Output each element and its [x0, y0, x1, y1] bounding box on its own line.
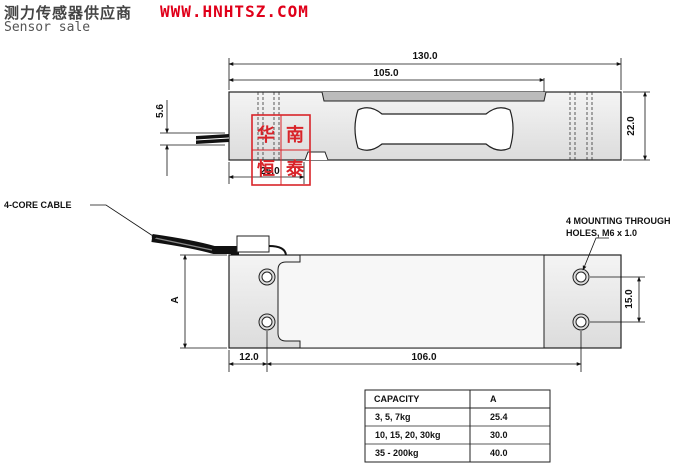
- header-subtitle: Sensor sale: [4, 20, 91, 35]
- side-view-dimension-lines: [160, 58, 650, 184]
- table-header-capacity: CAPACITY: [374, 394, 419, 404]
- seal-char: 恒: [257, 158, 275, 180]
- table-cell: 30.0: [490, 430, 508, 440]
- dim-hole-spacing: 106.0: [411, 352, 436, 363]
- label-holes-line1: 4 MOUNTING THROUGH: [566, 216, 671, 226]
- seal-char: 泰: [285, 158, 305, 180]
- bottom-notch: [304, 151, 329, 161]
- header-website[interactable]: WWW.HNHTSZ.COM: [160, 2, 309, 21]
- table-cell: 35 - 200kg: [375, 448, 419, 458]
- mounting-holes: [258, 268, 590, 331]
- top-view-dimension-lines: [90, 204, 645, 372]
- table-cell: 3, 5, 7kg: [375, 412, 411, 422]
- table-cell: 10, 15, 20, 30kg: [375, 430, 441, 440]
- company-seal: 华 南 恒 泰: [251, 114, 311, 186]
- dim-edge-to-hole: 12.0: [239, 352, 259, 363]
- seal-char: 华: [257, 124, 275, 146]
- dim-cable-offset: 5.6: [155, 104, 166, 118]
- threaded-holes-hidden: [257, 92, 593, 160]
- label-cable: 4-CORE CABLE: [4, 200, 72, 210]
- capacity-table: CAPACITY A 3, 5, 7kg 25.4 10, 15, 20, 30…: [364, 389, 551, 463]
- top-recess: [277, 254, 545, 349]
- dim-total-length: 130.0: [412, 51, 437, 62]
- header-title: 测力传感器供应商: [4, 4, 133, 22]
- top-groove: [321, 91, 547, 102]
- cable-clamp: [236, 235, 270, 253]
- table-cell: 40.0: [490, 448, 508, 458]
- label-holes-line2: HOLES, M6 x 1.0: [566, 228, 637, 238]
- dim-width: A: [170, 296, 181, 303]
- dim-end-length: 25.0: [260, 166, 280, 177]
- dim-hole-pitch: 15.0: [624, 289, 635, 309]
- top-view: [151, 234, 622, 349]
- bone-cutout: [354, 107, 514, 151]
- table-cell: 25.4: [490, 412, 508, 422]
- dim-height: 22.0: [626, 116, 637, 136]
- seal-char: 南: [286, 124, 304, 146]
- table-header-a: A: [490, 394, 497, 404]
- dim-gauge-length: 105.0: [373, 68, 398, 79]
